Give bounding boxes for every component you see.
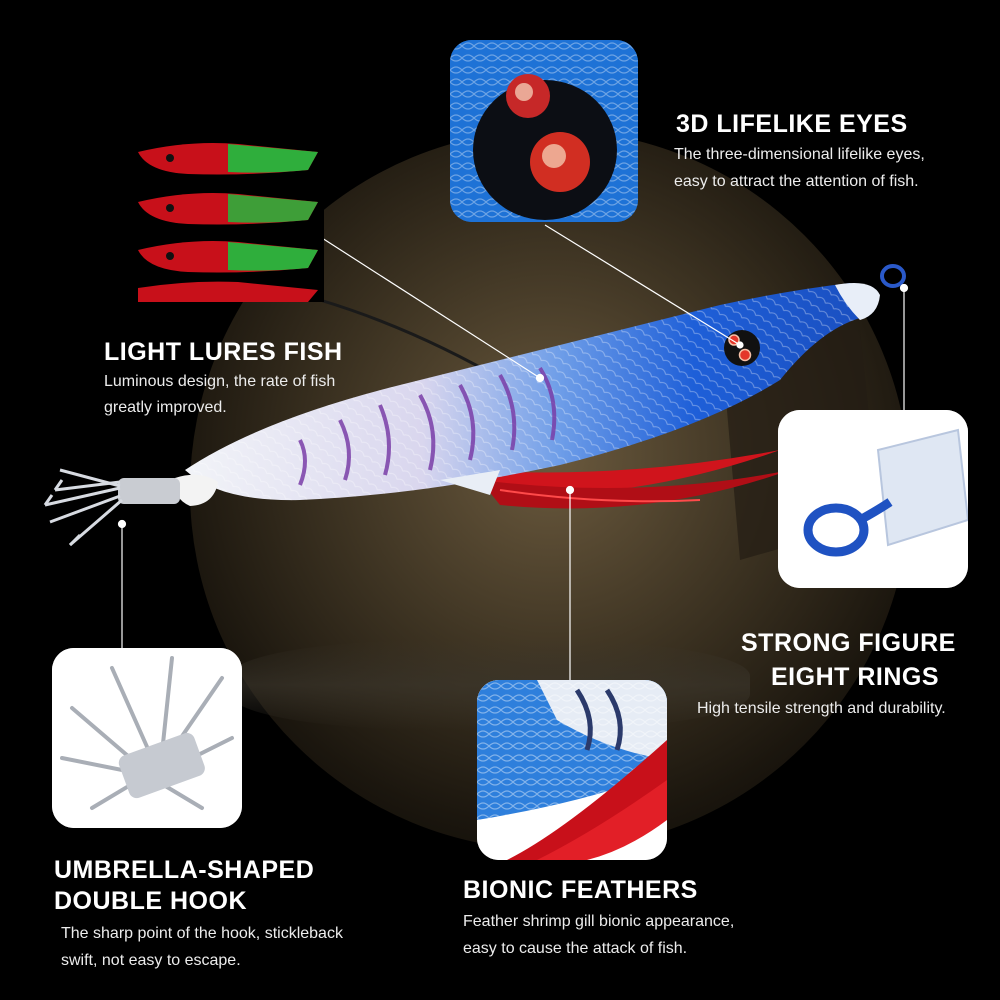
lure-body bbox=[43, 264, 906, 547]
light-title: LIGHT LURES FISH bbox=[104, 338, 343, 366]
figure-eight-ring-icon bbox=[778, 410, 968, 588]
hook-desc-line2: swift, not easy to escape. bbox=[61, 952, 241, 969]
lure-feathers bbox=[470, 450, 790, 509]
hook-desc-line1: The sharp point of the hook, stickleback bbox=[61, 925, 343, 942]
light-desc-line1: Luminous design, the rate of fish bbox=[104, 373, 336, 390]
rings-title-line1: STRONG FIGURE bbox=[741, 629, 956, 657]
feathers-desc-line1: Feather shrimp gill bionic appearance, bbox=[463, 913, 735, 930]
hook-title-line1: UMBRELLA-SHAPED bbox=[54, 856, 315, 884]
eyes-desc-line2: easy to attract the attention of fish. bbox=[674, 173, 919, 190]
feathers-title: BIONIC FEATHERS bbox=[463, 876, 698, 904]
hook-title-line2: DOUBLE HOOK bbox=[54, 887, 247, 915]
light-desc-line2: greatly improved. bbox=[104, 399, 227, 416]
eyes-desc-line1: The three-dimensional lifelike eyes, bbox=[674, 146, 925, 163]
glow-lure-stack-icon bbox=[128, 122, 324, 302]
callout-lines bbox=[117, 224, 909, 680]
eyes-title: 3D LIFELIKE EYES bbox=[676, 110, 908, 138]
rings-desc-line1: High tensile strength and durability. bbox=[697, 700, 946, 717]
rings-title-line2: EIGHT RINGS bbox=[771, 663, 940, 691]
feather-closeup-icon bbox=[477, 680, 667, 860]
eye-closeup-icon bbox=[450, 40, 638, 222]
feathers-desc-line2: easy to cause the attack of fish. bbox=[463, 940, 688, 957]
umbrella-hook-icon bbox=[52, 648, 242, 828]
